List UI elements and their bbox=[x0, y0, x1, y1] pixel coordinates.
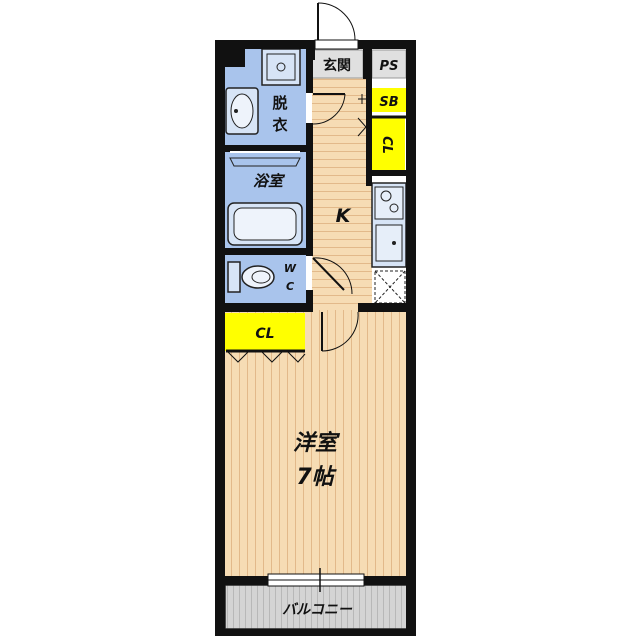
kitchen-label: K bbox=[336, 205, 352, 227]
washer-pan bbox=[261, 48, 301, 86]
sink-drain bbox=[392, 241, 396, 245]
wall-datsui-bath bbox=[222, 145, 312, 152]
wall-cl-bottom bbox=[366, 170, 406, 176]
kitchen-sink bbox=[375, 224, 403, 262]
walls bbox=[215, 40, 416, 636]
outer-wall-top-left bbox=[215, 40, 315, 49]
stove-burner-2 bbox=[389, 203, 399, 213]
bath-label: 浴室 bbox=[253, 172, 286, 190]
stove-burner-1 bbox=[380, 190, 392, 202]
wc-door bbox=[312, 257, 345, 291]
western-room-label: 洋室 bbox=[293, 430, 341, 456]
datsui-label-1: 脱 bbox=[272, 94, 287, 112]
kitchen-floor bbox=[312, 78, 372, 310]
western-room-size: 7帖 bbox=[296, 465, 337, 490]
corner-pillar bbox=[225, 49, 245, 67]
sb-label: SB bbox=[379, 95, 398, 110]
upper-cl-label: CL bbox=[379, 136, 394, 154]
wall-bath-wc bbox=[222, 248, 312, 255]
ps-label: PS bbox=[380, 59, 399, 74]
wc-label-1: W bbox=[284, 262, 297, 275]
entrance-door-opening bbox=[314, 39, 359, 50]
datsui-label-2: 衣 bbox=[272, 116, 287, 134]
western-room-floor bbox=[225, 310, 408, 578]
outer-wall-left bbox=[215, 40, 225, 636]
outer-wall-top-right bbox=[358, 40, 416, 49]
lower-cl-label: CL bbox=[255, 326, 274, 342]
outer-wall-bottom bbox=[215, 629, 416, 636]
balcony-label: バルコニー bbox=[282, 602, 353, 618]
shoe-box bbox=[372, 88, 406, 112]
genkan-label: 玄関 bbox=[323, 57, 351, 74]
toilet-tank bbox=[227, 261, 241, 293]
wall-left-wet-divider bbox=[306, 49, 313, 93]
wall-left-wet-divider-3 bbox=[306, 290, 313, 312]
wall-left-wet-divider-2 bbox=[306, 123, 313, 256]
outer-wall-right bbox=[406, 40, 416, 636]
wall-wc-room bbox=[222, 303, 312, 312]
upper-closet bbox=[371, 118, 405, 170]
wall-kitchen-room bbox=[358, 303, 408, 312]
wall-genkan-bottom bbox=[363, 49, 372, 79]
wc-label-2: C bbox=[286, 280, 294, 293]
lower-closet bbox=[225, 313, 305, 351]
wall-kitchen-right bbox=[366, 78, 372, 186]
toilet-bowl bbox=[241, 265, 275, 289]
